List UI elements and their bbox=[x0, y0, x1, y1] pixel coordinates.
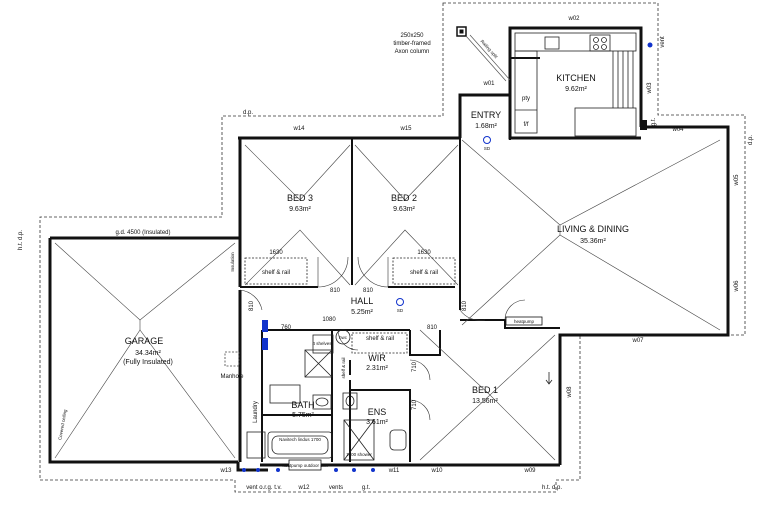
shower-label: 1000 shower bbox=[346, 452, 372, 457]
roof-outline bbox=[39, 2, 746, 493]
window-w14: w14 bbox=[292, 126, 305, 132]
bed1-area: 13.56m² bbox=[472, 398, 498, 405]
entry-name: ENTRY bbox=[471, 110, 501, 120]
window-w06: w06 bbox=[734, 280, 740, 293]
garage-note: (Fully Insulated) bbox=[123, 359, 173, 366]
vents-label: vents bbox=[329, 485, 343, 491]
garage-door-label: g.d. 4500 (Insulated) bbox=[115, 230, 170, 236]
dim-bed3-shelf: 1630 bbox=[269, 250, 283, 256]
shelf-rail-small: shelf & rail bbox=[341, 357, 346, 378]
shelves-label: 4 shelves bbox=[312, 341, 332, 346]
gt-bottom-label: g.t. bbox=[362, 485, 371, 491]
hall-area: 5.25m² bbox=[351, 309, 373, 316]
dim-bed2-shelf: 1630 bbox=[417, 250, 431, 256]
bed2-area: 9.63m² bbox=[393, 206, 415, 213]
walls bbox=[48, 26, 730, 472]
wardrobes bbox=[244, 257, 456, 354]
internal-walls bbox=[240, 57, 560, 462]
heatpump-outdoor-unit bbox=[288, 459, 322, 471]
window-w08: w08 bbox=[567, 386, 573, 399]
laundry-label: Laundry bbox=[253, 401, 259, 423]
service-markers bbox=[242, 42, 653, 472]
kitchen-joinery bbox=[514, 32, 637, 137]
dim-710-a: 710 bbox=[412, 361, 418, 372]
kitchen-name: KITCHEN bbox=[556, 73, 596, 83]
window-w15: w15 bbox=[399, 126, 412, 132]
gully-trap bbox=[640, 120, 647, 130]
garage-area: 34.34m² bbox=[135, 350, 161, 357]
dim-810-e: 810 bbox=[427, 325, 438, 331]
window-w11: w11 bbox=[388, 468, 400, 474]
window-w02: w02 bbox=[567, 16, 580, 22]
dim-710-b: 710 bbox=[412, 399, 418, 410]
garage-name: GARAGE bbox=[125, 336, 164, 346]
bed3-area: 9.63m² bbox=[289, 206, 311, 213]
bath-model-label: Navitech lindus 1700 bbox=[279, 437, 321, 442]
shelf-rail-bed3: shelf & rail bbox=[262, 270, 290, 276]
ens-name: ENS bbox=[368, 407, 387, 417]
roof-hips bbox=[54, 139, 721, 461]
heatpump-label: heatpump bbox=[514, 319, 535, 324]
dim-760: 760 bbox=[281, 325, 292, 331]
dim-810-c: 810 bbox=[249, 300, 255, 311]
manhole bbox=[224, 351, 240, 367]
dim-810-b: 810 bbox=[363, 288, 374, 294]
ens-area: 3.61m² bbox=[366, 419, 388, 426]
window-w09: w09 bbox=[523, 468, 536, 474]
dim-810-d: 810 bbox=[462, 300, 468, 311]
window-w10: w10 bbox=[430, 468, 443, 474]
ht-dp-bottom-label: h.t. d.p. bbox=[542, 485, 562, 491]
shelf-rail-wir: shelf & rail bbox=[366, 336, 394, 342]
heatpump-outdoor-label: heatpump outdoor unit bbox=[282, 463, 328, 468]
covered-ceiling-label: Covered ceiling bbox=[57, 409, 67, 441]
dim-810-a: 810 bbox=[330, 288, 341, 294]
smoke-detector-1: SD bbox=[484, 146, 491, 151]
window-w03: w03 bbox=[647, 82, 653, 95]
smoke-detector-2: SD bbox=[397, 308, 404, 313]
dim-1080: 1080 bbox=[322, 317, 336, 323]
bed2-name: BED 2 bbox=[391, 193, 417, 203]
vent-top-label: vent bbox=[660, 36, 666, 48]
kitchen-area: 9.62m² bbox=[565, 86, 587, 93]
fridge-label: f/f bbox=[523, 122, 528, 128]
bottom-vents-label: vent o.r.g. t.v. bbox=[246, 485, 282, 491]
heatpump-unit bbox=[505, 316, 543, 326]
entry-area: 1.68m² bbox=[475, 123, 497, 130]
door-swings bbox=[239, 256, 526, 421]
shelf-rail-bed2: shelf & rail bbox=[410, 270, 438, 276]
gt-top-label: g.t. bbox=[651, 118, 657, 127]
arrow-icon bbox=[545, 372, 553, 385]
window-w04: w04 bbox=[671, 127, 684, 133]
manhole-label: Manhole bbox=[220, 374, 244, 380]
window-w05: w05 bbox=[734, 174, 740, 187]
ht-dp-left-label: h.t. d.p. bbox=[18, 230, 24, 250]
wir-name: WIR bbox=[368, 353, 386, 363]
window-w12: w12 bbox=[297, 485, 310, 491]
wir-area: 2.31m² bbox=[366, 365, 388, 372]
bath-area: 5.75m² bbox=[292, 412, 314, 419]
living-area: 35.36m² bbox=[580, 238, 606, 245]
column-label-2: timber-framed bbox=[393, 41, 430, 47]
column-label-3: Axon column bbox=[395, 49, 430, 55]
hall-name: HALL bbox=[351, 296, 374, 306]
window-w07: w07 bbox=[631, 338, 644, 344]
column-label-1: 250x250 bbox=[400, 33, 424, 39]
bed3-name: BED 3 bbox=[287, 193, 313, 203]
insulation-label: Insulation bbox=[230, 252, 235, 272]
bath-name: BATH bbox=[291, 400, 314, 410]
bed1-name: BED 1 bbox=[472, 385, 498, 395]
window-w13: w13 bbox=[219, 468, 232, 474]
window-w01: w01 bbox=[482, 81, 495, 87]
dp-right-label: d.p. bbox=[748, 135, 754, 145]
bath-fixtures bbox=[246, 329, 407, 461]
dp-top-label: d.p. bbox=[243, 110, 253, 116]
pantry-label: pty bbox=[522, 96, 530, 102]
living-name: LIVING & DINING bbox=[557, 224, 629, 234]
railing bbox=[465, 34, 511, 82]
hwc-label: hwc bbox=[339, 335, 348, 340]
